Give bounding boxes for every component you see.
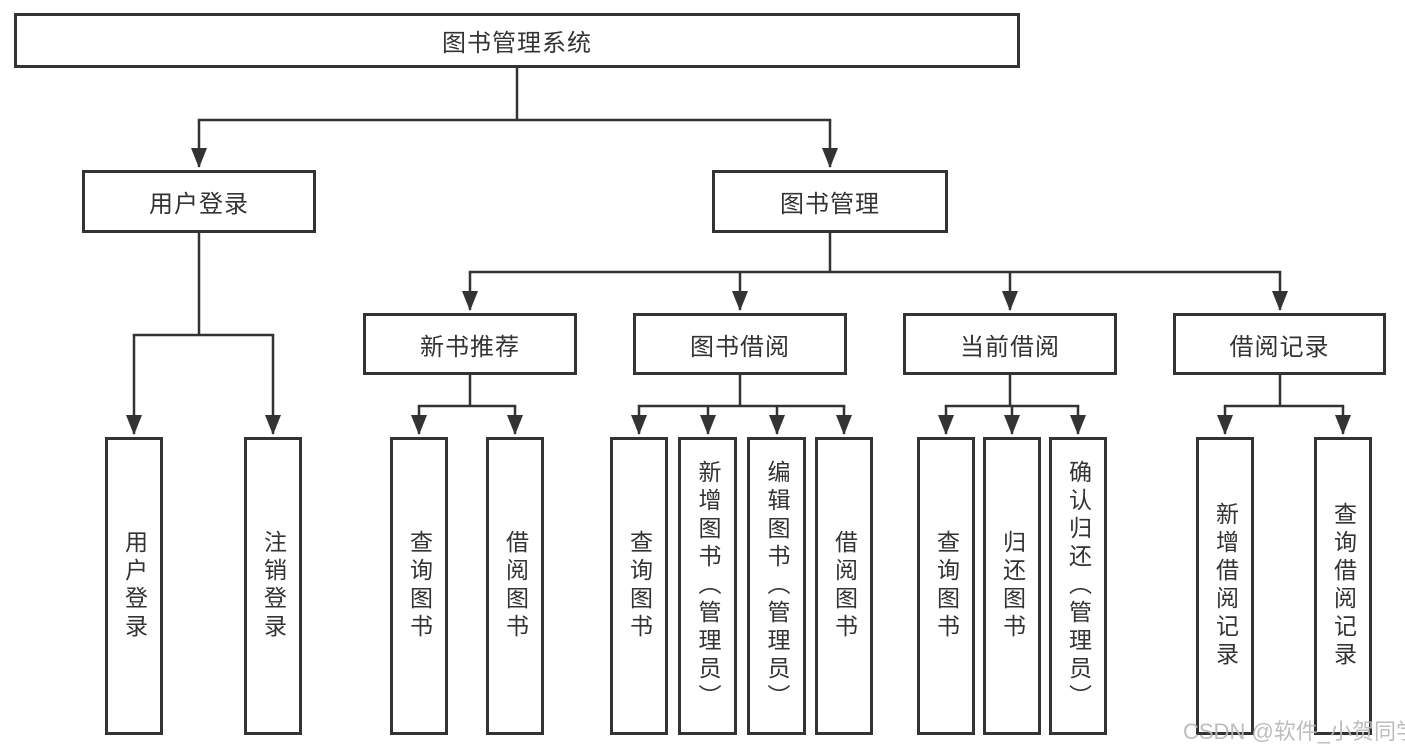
node-new-book-recommend: 新书推荐 xyxy=(363,313,577,375)
leaf-query-books-current: 查询图书 xyxy=(917,437,975,735)
leaf-return-books: 归还图书 xyxy=(983,437,1041,735)
node-borrowing-records: 借阅记录 xyxy=(1173,313,1386,375)
node-label: 查询图书 xyxy=(406,530,433,642)
node-label: 新增借阅记录 xyxy=(1212,502,1239,670)
leaf-user-login: 用户登录 xyxy=(105,437,163,735)
node-label: 用户登录 xyxy=(149,191,249,218)
node-label: 用户登录 xyxy=(121,530,148,642)
leaf-add-borrow-record: 新增借阅记录 xyxy=(1196,437,1254,735)
leaf-logout: 注销登录 xyxy=(244,437,302,735)
node-label: 借阅记录 xyxy=(1229,333,1330,361)
node-book-management: 图书管理 xyxy=(712,170,948,233)
node-label: 查询图书 xyxy=(933,530,960,642)
node-label: 查询借阅记录 xyxy=(1330,502,1357,670)
node-label: 借阅图书 xyxy=(502,530,529,642)
leaf-add-books-admin: 新增图书（管理员） xyxy=(678,437,737,735)
leaf-query-books-recommend: 查询图书 xyxy=(390,437,448,735)
leaf-borrow-books-recommend: 借阅图书 xyxy=(486,437,544,735)
leaf-borrow-books: 借阅图书 xyxy=(815,437,873,735)
node-library-management-system: 图书管理系统 xyxy=(14,13,1020,68)
leaf-confirm-return-admin: 确认归还（管理员） xyxy=(1049,437,1107,735)
node-label: 图书管理 xyxy=(780,191,880,218)
node-label: 确认归还（管理员） xyxy=(1065,460,1092,712)
node-label: 图书借阅 xyxy=(690,333,790,361)
node-label: 借阅图书 xyxy=(831,530,858,642)
node-label: 图书管理系统 xyxy=(442,30,592,57)
node-current-borrowing: 当前借阅 xyxy=(903,313,1117,375)
leaf-query-books: 查询图书 xyxy=(610,437,668,735)
leaf-edit-books-admin: 编辑图书（管理员） xyxy=(747,437,806,735)
node-label: 当前借阅 xyxy=(960,333,1060,361)
node-label: 新增图书（管理员） xyxy=(695,460,721,712)
node-label: 查询图书 xyxy=(626,530,653,642)
node-label: 注销登录 xyxy=(260,530,287,642)
node-label: 编辑图书（管理员） xyxy=(764,460,790,712)
node-label: 归还图书 xyxy=(999,530,1026,642)
leaf-query-borrow-record: 查询借阅记录 xyxy=(1314,437,1372,735)
node-user-login: 用户登录 xyxy=(82,170,316,233)
node-book-borrowing: 图书借阅 xyxy=(633,313,847,375)
node-label: 新书推荐 xyxy=(420,333,520,361)
